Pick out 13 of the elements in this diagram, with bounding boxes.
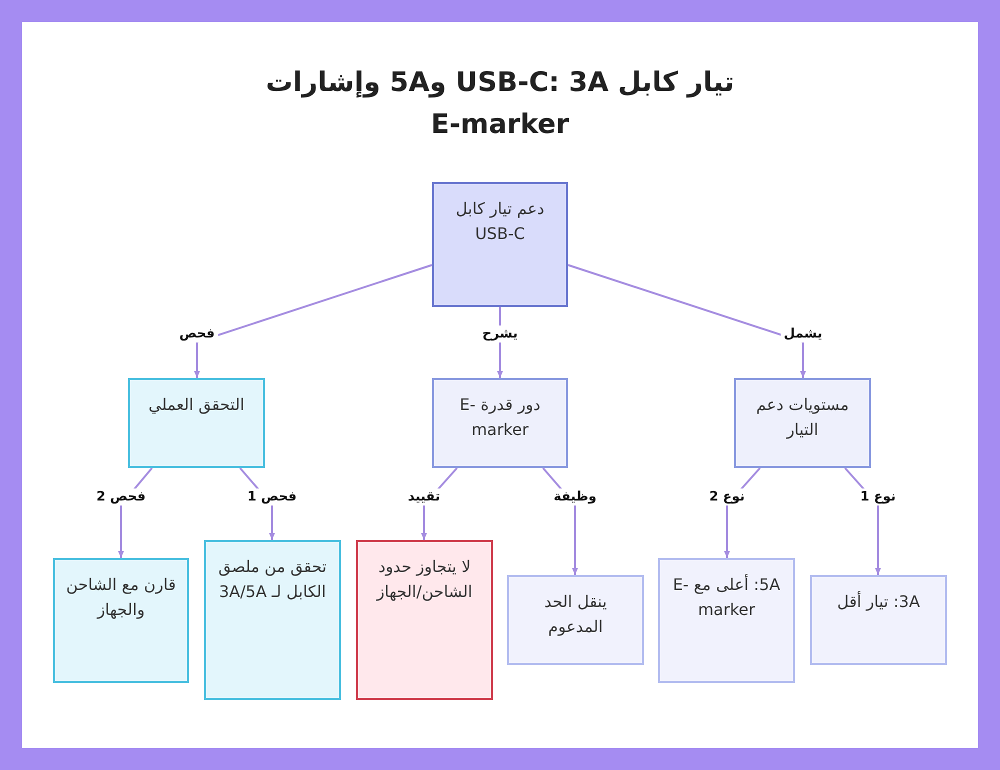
- connector-arrow: [568, 264, 806, 378]
- concept-box: 3A: تيار أقل: [810, 575, 947, 665]
- title: تيار كابل USB-C: 3A و5A وإشارات E-marker: [264, 66, 736, 142]
- concept-box: تحقق من ملصق الكابل لـ 3A/5A: [204, 540, 341, 700]
- connector-arrow: [194, 264, 432, 378]
- concept-box: لا يتجاوز حدود الشاحن/الجهاز: [356, 540, 493, 700]
- concept-box: دور قدرة E-marker: [432, 378, 568, 468]
- concept-box: دعم تيار كابل USB-C: [432, 182, 568, 307]
- concept-box: ينقل الحد المدعوم: [507, 575, 644, 665]
- concept-box: قارن مع الشاحن والجهاز: [53, 558, 189, 683]
- concept-box: التحقق العملي: [128, 378, 265, 468]
- concept-box: مستويات دعم التيار: [734, 378, 871, 468]
- concept-box: 5A: أعلى مع E-marker: [658, 558, 795, 683]
